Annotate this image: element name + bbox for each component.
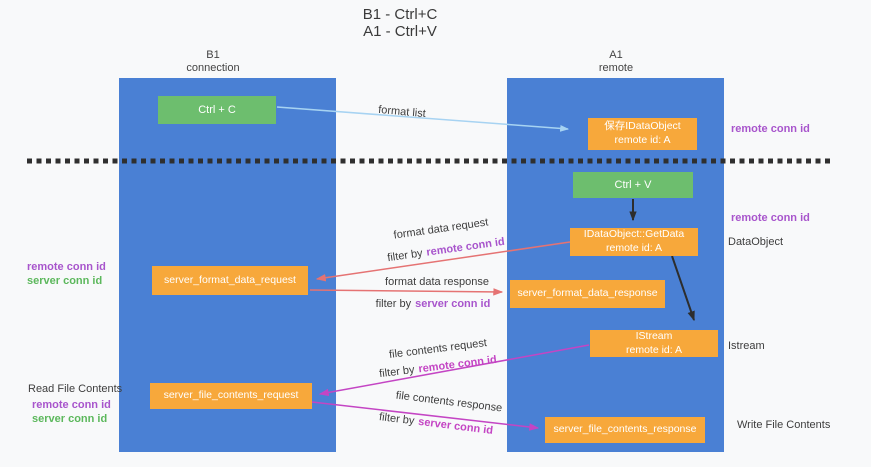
right-column-name: A1 bbox=[609, 49, 623, 61]
remote-conn-id-annotation-left2: remote conn id bbox=[32, 399, 111, 411]
ctrl-v-label: Ctrl + V bbox=[614, 178, 652, 191]
title-line-2: A1 - Ctrl+V bbox=[363, 23, 437, 40]
format-list-arrow bbox=[276, 106, 570, 132]
left-column-header: B1 connection bbox=[153, 49, 273, 75]
left-column-role: connection bbox=[186, 62, 240, 74]
read-file-contents-annotation: Read File Contents bbox=[28, 383, 123, 395]
istream-node: IStream remote id: A bbox=[590, 330, 718, 357]
format-data-response-arrow bbox=[309, 288, 504, 296]
file-contents-response-arrow bbox=[311, 401, 540, 431]
save-dataobject-node: 保存IDataObject remote id: A bbox=[588, 118, 697, 150]
ctrl-c-label: Ctrl + C bbox=[198, 103, 236, 116]
istream-line1: IStream bbox=[635, 329, 673, 342]
istream-annotation: Istream bbox=[728, 340, 765, 352]
left-column-name: B1 bbox=[206, 49, 220, 61]
right-column-header: A1 remote bbox=[556, 49, 676, 75]
server-conn-id-annotation-left1: server conn id bbox=[27, 275, 103, 287]
server-file-contents-response-label: server_file_contents_response bbox=[553, 423, 697, 436]
getdata-line1: IDataObject::GetData bbox=[583, 228, 685, 241]
getdata-to-istream-arrow bbox=[671, 255, 695, 322]
right-column-role: remote bbox=[598, 62, 634, 74]
server-format-data-request-label: server_format_data_request bbox=[164, 273, 296, 286]
title-line-1: B1 - Ctrl+C bbox=[362, 6, 438, 23]
remote-conn-id-annotation-mid: remote conn id bbox=[731, 212, 810, 224]
save-dataobject-line1: 保存IDataObject bbox=[604, 120, 681, 133]
save-dataobject-line2: remote id: A bbox=[614, 134, 671, 146]
getdata-line2: remote id: A bbox=[605, 242, 663, 254]
istream-line2: remote id: A bbox=[625, 343, 683, 356]
server-format-data-request-node: server_format_data_request bbox=[152, 266, 308, 295]
remote-conn-id-annotation-left1: remote conn id bbox=[27, 261, 106, 273]
remote-conn-id-annotation-top: remote conn id bbox=[731, 123, 810, 135]
getdata-node: IDataObject::GetData remote id: A bbox=[570, 228, 698, 256]
server-file-contents-request-node: server_file_contents_request bbox=[150, 383, 312, 409]
server-file-contents-response-node: server_file_contents_response bbox=[545, 417, 705, 443]
dataobject-annotation: DataObject bbox=[728, 236, 784, 248]
format-data-response-arrow-label: format data response bbox=[385, 276, 489, 288]
server-conn-id-text: server conn id bbox=[415, 298, 491, 310]
ctrl-v-node: Ctrl + V bbox=[573, 172, 693, 198]
format-data-request-arrow bbox=[315, 241, 571, 282]
server-conn-id-annotation-left2: server conn id bbox=[32, 413, 108, 425]
diagram-title: B1 - Ctrl+C A1 - Ctrl+V bbox=[300, 6, 500, 40]
ctrl-c-node: Ctrl + C bbox=[158, 96, 276, 124]
server-file-contents-request-label: server_file_contents_request bbox=[163, 389, 299, 402]
file-contents-request-arrow bbox=[318, 344, 590, 397]
server-format-data-response-node: server_format_data_response bbox=[510, 280, 665, 308]
write-file-contents-annotation: Write File Contents bbox=[737, 419, 831, 431]
server-format-data-response-label: server_format_data_response bbox=[517, 287, 658, 300]
filter-by-text: filter by bbox=[375, 298, 412, 310]
